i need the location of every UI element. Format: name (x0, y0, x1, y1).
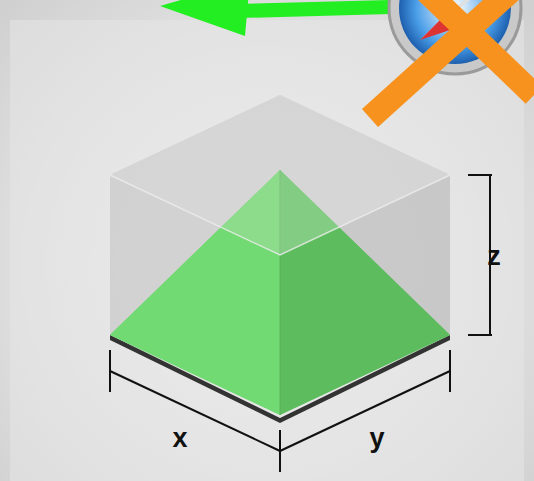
dimension-label: z (487, 243, 501, 270)
cross-mark (370, 0, 534, 118)
green-arrow (160, 0, 390, 36)
dimension-label: y (369, 425, 384, 452)
transparent-box-front (110, 95, 450, 415)
dimension-label: x (172, 425, 187, 452)
panel (10, 20, 524, 481)
dimension-lines (110, 175, 492, 472)
